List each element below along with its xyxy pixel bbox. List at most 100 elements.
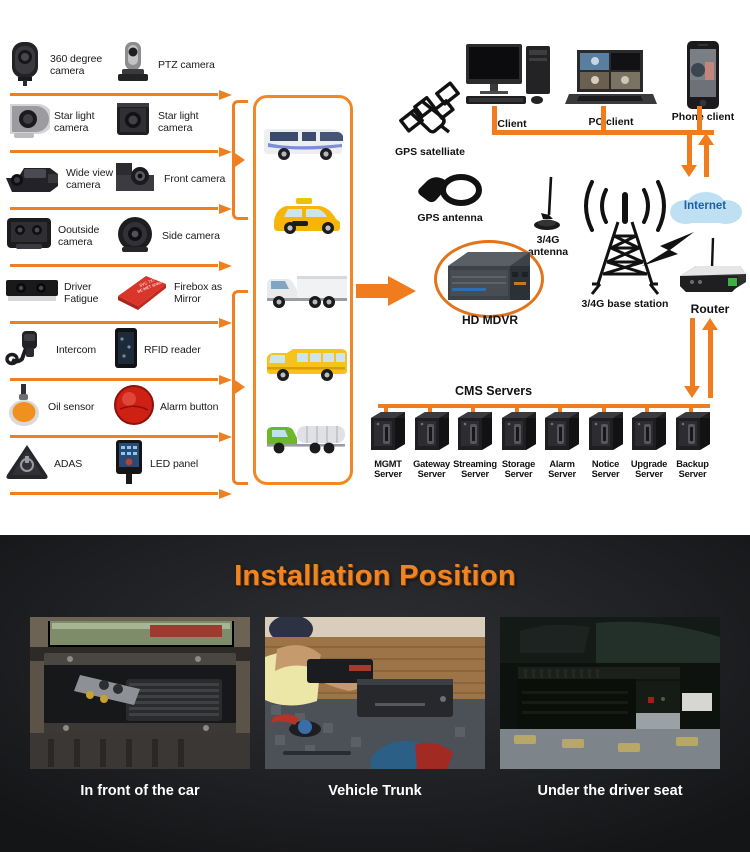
node-hd-mdvr: HD MDVR — [432, 246, 548, 327]
oil-sensor-icon — [4, 382, 44, 433]
alarm-button-icon — [112, 383, 156, 432]
outside-camera-icon — [4, 215, 54, 258]
device-row-arrow — [10, 204, 232, 214]
device-item: Alarm button — [112, 382, 218, 432]
node-router: Router — [672, 236, 748, 316]
device-row: Intercom RFID reader — [2, 325, 232, 387]
client-stem-pc — [601, 106, 606, 132]
device-item-label: Intercom — [56, 343, 97, 356]
device-row: ADAS LED panel — [2, 439, 232, 501]
server-tower-icon — [458, 412, 492, 450]
glovebox-mdvr-photo — [30, 617, 250, 769]
node-phone-client-label: Phone client — [671, 111, 735, 123]
device-item: ADAS — [4, 439, 82, 489]
device-item: Star light camera — [112, 97, 199, 147]
cms-bus-line — [378, 404, 710, 408]
intercom-icon — [4, 329, 52, 372]
cms-server-label: Backup Server — [676, 459, 709, 480]
adas-icon — [4, 442, 50, 487]
client-stem-phone — [697, 106, 702, 132]
server-tower-icon — [632, 412, 666, 450]
dome-camera-icon — [4, 40, 46, 91]
device-item-label: Alarm button — [160, 400, 219, 413]
node-hd-mdvr-label: HD MDVR — [462, 313, 518, 327]
mdvr-highlight-ring — [434, 240, 544, 318]
node-gps-antenna-label: GPS antenna — [417, 212, 483, 224]
node-gps-satellite-label: GPS satelliate — [394, 146, 466, 158]
cms-server-label: Alarm Server — [548, 459, 576, 480]
server-tower-icon — [414, 412, 449, 450]
installation-photo-caption: In front of the car — [80, 783, 200, 799]
cms-servers-title: CMS Servers — [455, 384, 533, 398]
internet-up-shaft — [704, 145, 709, 177]
wireless-link-icon — [642, 232, 694, 266]
cloud-icon — [670, 192, 742, 224]
server-tower-icon — [501, 412, 536, 450]
device-row: Wide view camera Front camera — [2, 154, 232, 216]
cms-server-stem — [601, 404, 606, 416]
cms-server: Streaming Server — [453, 410, 497, 479]
device-item-label: Star light camera — [158, 109, 199, 134]
cms-server-stem — [427, 404, 432, 416]
server-tower-icon — [675, 412, 710, 450]
device-item-label: Firebox as Mirror — [174, 280, 223, 305]
node-base-station-label: 3/4G base station — [581, 298, 669, 310]
device-row-arrow — [10, 489, 232, 499]
cms-server-label: Notice Server — [591, 459, 620, 480]
node-4g-antenna-label: 3/4G antenna — [527, 234, 569, 258]
installation-photo-caption: Under the driver seat — [537, 783, 683, 799]
device-item-label: Side camera — [162, 229, 220, 242]
device-row-arrow — [10, 90, 232, 100]
cms-server: Backup Server — [671, 410, 715, 479]
device-item: Star light camera — [4, 97, 95, 147]
node-router-label: Router — [690, 302, 730, 316]
node-internet-label: Internet — [683, 200, 727, 212]
vehicle-item-school-bus — [260, 332, 352, 394]
device-item-label: RFID reader — [144, 343, 201, 356]
cms-server: Gateway Server — [410, 410, 454, 479]
device-item-label: 360 degree camera — [50, 52, 103, 77]
device-row-arrow — [10, 432, 232, 442]
desktop-computer-icon — [466, 44, 550, 104]
gps-antenna-icon — [418, 174, 482, 206]
device-item: Intercom — [4, 325, 96, 375]
installation-photo-item: Vehicle Trunk — [265, 617, 485, 799]
node-pc-client: PC client — [563, 46, 659, 129]
node-internet: Internet — [666, 192, 744, 231]
device-item: Driver Fatigue — [4, 268, 98, 318]
device-item-label: PTZ camera — [158, 58, 215, 71]
device-row-arrow — [10, 261, 232, 271]
rfid-reader-icon — [112, 326, 140, 375]
front-camera-icon — [112, 159, 160, 200]
device-item-label: Front camera — [164, 172, 226, 185]
router-down-arrow — [684, 386, 700, 398]
box-camera-icon — [112, 101, 154, 144]
node-base-station: 3/4G base station — [570, 168, 680, 319]
device-row-arrow — [10, 147, 232, 157]
vehicle-item-semi-truck — [260, 258, 352, 320]
internet-up-arrow — [698, 133, 714, 145]
smartphone-icon — [687, 41, 719, 109]
node-pc-client-label: PC client — [588, 116, 634, 128]
cms-server: Alarm Server — [540, 410, 584, 479]
cms-server-label: Streaming Server — [453, 459, 497, 480]
vehicle-item-taxi — [260, 184, 352, 246]
device-item-label: Wide view camera — [66, 166, 113, 191]
device-row: 360 degree camera PTZ camera — [2, 40, 232, 102]
cell-tower-icon — [584, 180, 666, 295]
installation-photo-caption: Vehicle Trunk — [328, 783, 422, 799]
internet-down-arrow — [681, 165, 697, 177]
device-item-label: Driver Fatigue — [64, 280, 99, 305]
device-row: Star light camera Star light camera — [2, 97, 232, 159]
bracket-lower-arrow — [232, 378, 245, 396]
driver-fatigue-icon — [4, 276, 60, 311]
device-item-label: Star light camera — [54, 109, 95, 134]
device-item: LED panel — [112, 439, 198, 489]
wide-view-camera-icon — [4, 160, 62, 199]
vehicle-item-city-bus — [260, 110, 352, 172]
